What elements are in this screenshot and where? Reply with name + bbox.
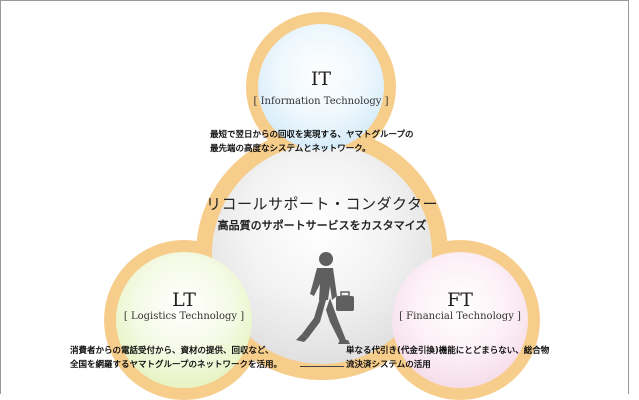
it-abbr: IT (310, 68, 332, 90)
center-title: リコールサポート・コンダクター (206, 195, 438, 213)
it-full-name: [ Information Technology ] (253, 96, 389, 107)
center-subtitle: 高品質のサポートサービスをカスタマイズ (217, 219, 427, 232)
lt-circle (116, 252, 252, 388)
ft-abbr: FT (447, 289, 473, 311)
it-desc-line-2: 最先端の高度なシステムとネットワーク。 (210, 144, 371, 154)
ft-description: 単なる代引き(代金引換)機能にとどまらない、総合物 流決済システムの活用 (346, 344, 549, 372)
lt-description: 消費者からの電話受付から、資材の提供、回収など、 全国を網羅するヤマトグループの… (70, 344, 282, 372)
ft-full-name: [ Financial Technology ] (399, 311, 521, 322)
it-desc-line-1: 最短で翌日からの回収を実現する、ヤマトグループの (210, 130, 414, 140)
lt-desc-line-2: 全国を網羅するヤマトグループのネットワークを活用。 (70, 360, 282, 370)
ft-desc-line-2: 流決済システムの活用 (346, 360, 431, 370)
businessman-walking-icon (296, 252, 354, 344)
lt-full-name: [ Logistics Technology ] (123, 311, 245, 322)
it-description: 最短で翌日からの回収を実現する、ヤマトグループの 最先端の高度なシステムとネット… (210, 128, 414, 156)
lt-desc-line-1: 消費者からの電話受付から、資材の提供、回収など、 (70, 346, 274, 356)
it-circle (258, 24, 384, 150)
lt-abbr: LT (172, 289, 196, 311)
leader-line (300, 366, 344, 367)
ft-circle (392, 252, 528, 388)
diagram-frame (0, 0, 629, 394)
ft-desc-line-1: 単なる代引き(代金引換)機能にとどまらない、総合物 (346, 346, 550, 356)
